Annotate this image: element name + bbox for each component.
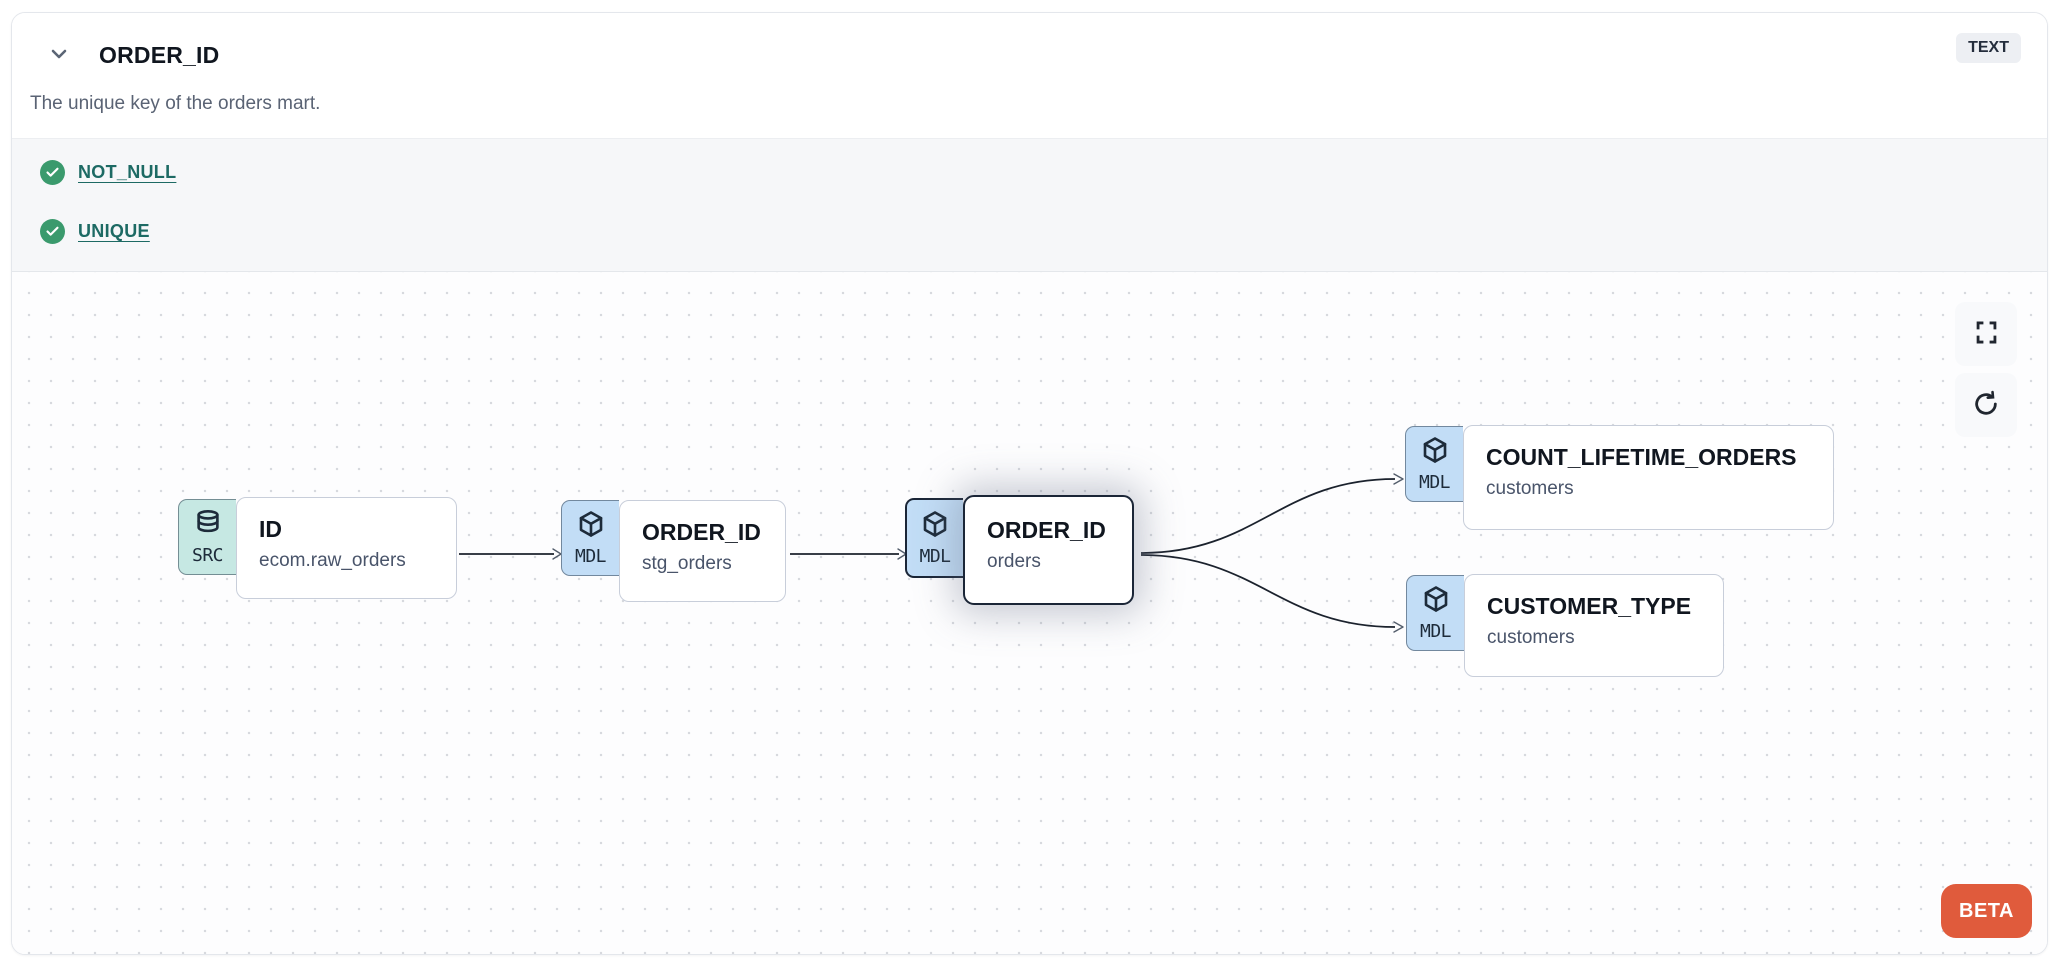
test-row: UNIQUE — [40, 218, 2047, 244]
edge — [1140, 554, 1396, 628]
fullscreen-button[interactable] — [1955, 302, 2017, 366]
node-title: ORDER_ID — [642, 519, 761, 545]
node-title: ID — [259, 516, 282, 542]
panel-header: ORDER_ID TEXT The unique key of the orde… — [12, 13, 2047, 138]
lineage-canvas[interactable]: SRC ID ecom.raw_orders MDL ORDER_ID stg_… — [12, 272, 2047, 954]
data-type-badge: TEXT — [1956, 33, 2021, 63]
tests-section: NOT_NULL UNIQUE — [12, 138, 2047, 272]
node-type-label: MDL — [1419, 621, 1452, 642]
check-circle-icon — [40, 159, 65, 185]
cube-icon — [1421, 584, 1451, 619]
chevron-down-icon — [47, 42, 71, 69]
node-subtitle: customers — [1486, 478, 1574, 499]
lineage-node-orders-selected[interactable]: MDL ORDER_ID orders — [905, 495, 1134, 605]
node-subtitle: stg_orders — [642, 553, 732, 574]
lineage-node-source-id[interactable]: SRC ID ecom.raw_orders — [178, 497, 457, 599]
lineage-edges — [459, 473, 1404, 633]
node-card: ORDER_ID orders — [963, 495, 1134, 605]
column-title: ORDER_ID — [99, 41, 220, 68]
fullscreen-icon — [1973, 319, 2000, 349]
node-type-label: MDL — [1418, 472, 1451, 493]
node-subtitle: ecom.raw_orders — [259, 550, 406, 571]
beta-badge: BETA — [1941, 884, 2032, 938]
node-subtitle: orders — [987, 551, 1041, 572]
column-details-panel: ORDER_ID TEXT The unique key of the orde… — [11, 12, 2048, 955]
node-card: ID ecom.raw_orders — [236, 497, 457, 599]
cube-icon — [576, 509, 606, 544]
node-title: ORDER_ID — [987, 517, 1106, 543]
node-title: COUNT_LIFETIME_ORDERS — [1486, 444, 1797, 470]
node-type-badge: SRC — [178, 499, 236, 575]
node-type-badge: MDL — [561, 500, 619, 576]
node-title: CUSTOMER_TYPE — [1487, 593, 1692, 619]
node-type-label: MDL — [574, 546, 607, 567]
cube-icon — [1420, 435, 1450, 470]
node-type-label: SRC — [191, 545, 224, 566]
lineage-node-customer-type[interactable]: MDL CUSTOMER_TYPE customers — [1406, 573, 1724, 677]
edge-arrowhead — [1393, 621, 1404, 633]
check-circle-icon — [40, 218, 65, 244]
collapse-toggle[interactable] — [45, 41, 73, 69]
node-type-badge: MDL — [1405, 426, 1463, 502]
node-card: COUNT_LIFETIME_ORDERS customers — [1463, 425, 1834, 530]
node-type-badge: MDL — [1406, 575, 1464, 651]
node-subtitle: customers — [1487, 627, 1575, 648]
edge-arrowhead — [552, 548, 562, 560]
database-icon — [193, 508, 223, 543]
cube-icon — [920, 509, 950, 544]
lineage-node-count-lifetime-orders[interactable]: MDL COUNT_LIFETIME_ORDERS customers — [1405, 424, 1834, 530]
node-card: ORDER_ID stg_orders — [619, 500, 786, 602]
column-description: The unique key of the orders mart. — [30, 93, 321, 114]
edge-arrowhead — [1393, 473, 1404, 485]
test-row: NOT_NULL — [40, 159, 2047, 185]
node-type-badge: MDL — [905, 498, 963, 578]
title-row: ORDER_ID — [45, 41, 219, 69]
test-link-not-null[interactable]: NOT_NULL — [78, 161, 177, 182]
canvas-controls — [1955, 302, 2017, 437]
edge — [1140, 478, 1396, 554]
node-type-label: MDL — [919, 546, 951, 567]
lineage-node-stg-orders[interactable]: MDL ORDER_ID stg_orders — [561, 498, 786, 602]
node-card: CUSTOMER_TYPE customers — [1464, 574, 1724, 677]
refresh-button[interactable] — [1955, 373, 2017, 437]
test-link-unique[interactable]: UNIQUE — [78, 220, 150, 241]
refresh-icon — [1972, 390, 2000, 421]
